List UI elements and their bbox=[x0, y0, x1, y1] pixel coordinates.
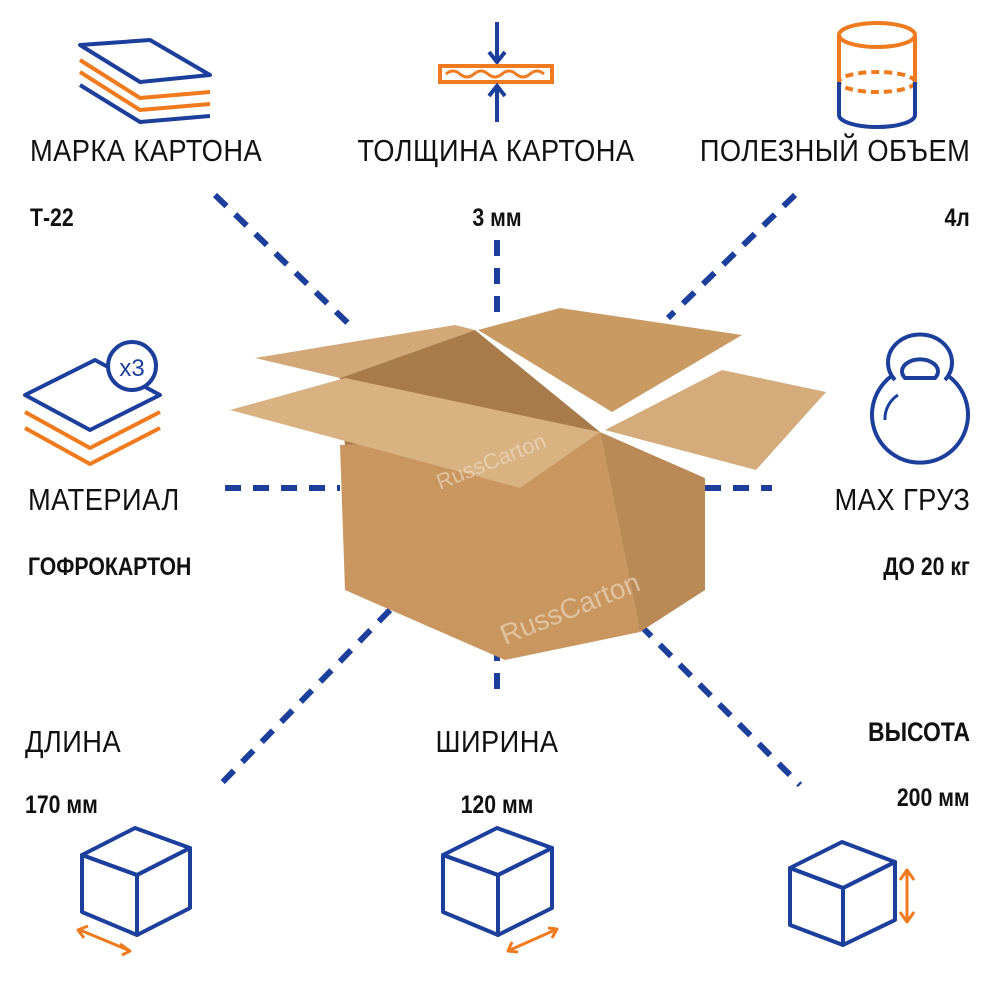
max-load-value: ДО 20 кг bbox=[883, 553, 970, 581]
volume-value: 4л bbox=[944, 204, 970, 232]
material-layers-icon: x3 bbox=[23, 340, 162, 466]
width-value: 120 мм bbox=[460, 791, 534, 819]
max-load-label: MAX ГРУЗ bbox=[834, 482, 970, 517]
length-cube-icon bbox=[76, 826, 192, 957]
brand-label: МАРКА КАРТОНА bbox=[30, 133, 263, 168]
volume-label: ПОЛЕЗНЫЙ ОБЪЕМ bbox=[699, 133, 970, 168]
width-label: ШИРИНА bbox=[435, 724, 559, 759]
cardboard-box-image: RussCarton RussCarton bbox=[230, 308, 826, 660]
brand-value: Т-22 bbox=[30, 204, 74, 232]
height-value: 200 мм bbox=[897, 784, 970, 812]
height-cube-icon bbox=[788, 840, 916, 947]
length-value: 170 мм bbox=[25, 791, 98, 819]
thickness-label: ТОЛЩИНА КАРТОНА bbox=[357, 133, 635, 168]
x3-badge: x3 bbox=[119, 355, 144, 382]
material-label: МАТЕРИАЛ bbox=[28, 482, 180, 517]
corrugated-layers-icon bbox=[78, 38, 212, 124]
length-label: ДЛИНА bbox=[25, 724, 122, 759]
width-cube-icon bbox=[441, 826, 559, 954]
thickness-icon bbox=[438, 22, 554, 122]
thickness-value: 3 мм bbox=[472, 204, 522, 232]
material-value: ГОФРОКАРТОН bbox=[28, 553, 192, 581]
kettlebell-icon bbox=[870, 332, 970, 465]
height-label: ВЫСОТА bbox=[867, 717, 970, 747]
cylinder-volume-icon bbox=[837, 21, 917, 129]
